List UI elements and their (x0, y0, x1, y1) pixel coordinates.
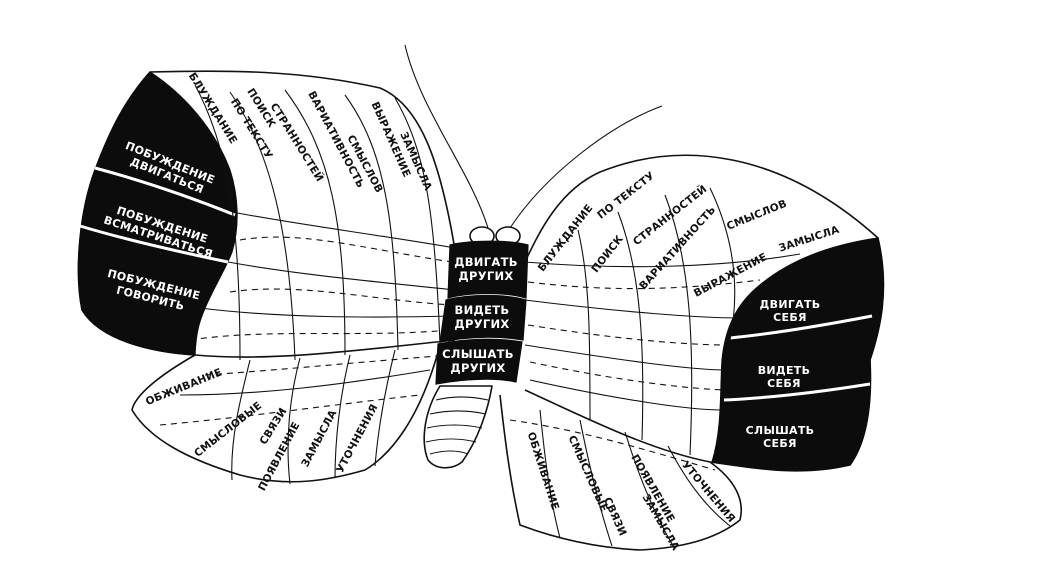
right-lower-radial-2 (579, 419, 613, 547)
right-lower-label-1: ОБЖИВАНИЕ (525, 431, 562, 512)
svg-text:ПОИСК: ПОИСК (589, 233, 626, 275)
left-col-label-3: ВАРИАТИВНОСТЬ СМЫСЛОВ (305, 89, 385, 195)
left-lower-radial-1 (231, 359, 251, 481)
left-lower-wing-outline (131, 344, 441, 483)
abdomen-ring-5 (429, 450, 469, 455)
svg-text:СВЯЗИ: СВЯЗИ (601, 496, 629, 538)
abdomen-ring-4 (425, 438, 477, 443)
svg-text:СЛЫШАТЬ: СЛЫШАТЬ (746, 424, 815, 437)
right-label-4: СТРАННОСТЕЙ (630, 182, 709, 248)
right-dash-3 (529, 361, 725, 391)
left-lower-cross-1 (179, 369, 431, 396)
left-upper-wing: ПОБУЖДЕНИЕ ДВИГАТЬСЯ ПОБУЖДЕНИЕ ВСМАТРИВ… (77, 70, 456, 361)
right-radial-3 (664, 194, 693, 456)
right-black-divider-2 (723, 382, 871, 402)
body-label-1: ДВИГАТЬ ДРУГИХ (454, 255, 518, 283)
left-lower-radial-2 (287, 357, 301, 485)
left-lower-dash-1 (204, 355, 439, 376)
right-black-label-2: ВИДЕТЬ СЕБЯ (758, 364, 811, 390)
right-lower-dash-1 (509, 419, 716, 471)
left-dash-2 (229, 288, 453, 306)
left-lower-wing: ОБЖИВАНИЕ СМЫСЛОВЫЕ СВЯЗИ ПОЯВЛЕНИЕ ЗАМЫ… (131, 344, 441, 493)
left-cross-2 (227, 261, 456, 291)
left-lower-label-5: ЗАМЫСЛА (299, 407, 339, 469)
right-lower-radial-1 (539, 409, 561, 539)
right-black-region (711, 237, 885, 472)
right-dash-2 (527, 324, 731, 346)
svg-text:ВИДЕТЬ: ВИДЕТЬ (758, 364, 811, 377)
right-cross-2 (524, 299, 741, 319)
right-cross-4 (529, 379, 723, 411)
svg-text:СМЫСЛОВ: СМЫСЛОВ (725, 198, 789, 233)
right-black-label-3: СЛЫШАТЬ СЕБЯ (746, 424, 815, 450)
right-label-1: БЛУЖДАНИЕ (536, 202, 596, 274)
svg-text:СЕБЯ: СЕБЯ (767, 377, 801, 390)
svg-text:СЕБЯ: СЕБЯ (773, 311, 807, 324)
right-black-label-1: ДВИГАТЬ СЕБЯ (760, 298, 821, 324)
svg-text:ДРУГИХ: ДРУГИХ (450, 361, 505, 375)
svg-text:УТОЧНЕНИЯ: УТОЧНЕНИЯ (679, 459, 737, 525)
body-label-3: СЛЫШАТЬ ДРУГИХ (442, 347, 514, 375)
right-cross-1 (524, 253, 801, 268)
butterfly-body: ДВИГАТЬ ДРУГИХ ВИДЕТЬ ДРУГИХ СЛЫШАТЬ ДРУ… (423, 226, 529, 469)
right-label-2: ПО ТЕКСТУ (595, 170, 657, 222)
right-radial-4 (709, 187, 736, 341)
right-radial-2 (617, 211, 644, 441)
svg-text:СЛЫШАТЬ: СЛЫШАТЬ (442, 347, 514, 361)
left-lower-radial-4 (374, 349, 396, 467)
left-radial-2 (229, 91, 296, 361)
svg-text:БЛУЖДАНИЕ: БЛУЖДАНИЕ (536, 202, 596, 274)
right-lower-label-6: УТОЧНЕНИЯ (679, 459, 737, 525)
svg-text:ДРУГИХ: ДРУГИХ (454, 317, 509, 331)
left-dash-3 (189, 329, 451, 341)
left-antenna (404, 44, 489, 229)
abdomen-ring-3 (426, 424, 483, 429)
left-black-divider-1 (94, 166, 236, 217)
body-segment-1 (447, 240, 529, 299)
right-lower-label-3: СВЯЗИ (601, 496, 629, 538)
svg-text:СМЫСЛОВЫЕ: СМЫСЛОВЫЕ (192, 400, 264, 460)
left-lower-label-2: СМЫСЛОВЫЕ (192, 400, 264, 460)
left-lower-radial-3 (334, 354, 351, 479)
left-radial-4 (344, 94, 399, 351)
left-dash-1 (239, 236, 453, 263)
right-antenna (509, 105, 663, 229)
right-lower-radial-3 (624, 431, 673, 545)
right-label-3: ПОИСК (589, 233, 626, 275)
svg-text:ДРУГИХ: ДРУГИХ (458, 269, 513, 283)
svg-text:ЗАМЫСЛА: ЗАМЫСЛА (299, 407, 339, 469)
body-segment-3 (435, 338, 523, 385)
abdomen-ring-2 (429, 410, 487, 415)
left-radial-5 (394, 97, 441, 346)
svg-text:ПО ТЕКСТУ: ПО ТЕКСТУ (595, 170, 657, 222)
left-radial-3 (284, 89, 346, 356)
svg-text:ОБЖИВАНИЕ: ОБЖИВАНИЕ (144, 366, 224, 408)
right-black-divider-1 (729, 314, 873, 340)
svg-text:СТРАННОСТЕЙ: СТРАННОСТЕЙ (630, 182, 709, 248)
left-cross-1 (231, 211, 456, 249)
body-segment-2 (439, 294, 527, 343)
body-label-2: ВИДЕТЬ ДРУГИХ (454, 303, 509, 331)
right-lower-wing: ОБЖИВАНИЕ СМЫСЛОВЫЕ СВЯЗИ ПОЯВЛЕНИЕ ЗАМЫ… (499, 394, 742, 553)
right-lower-wing-outline (499, 394, 742, 551)
left-cross-3 (199, 307, 456, 318)
left-black-region (77, 71, 238, 356)
svg-text:ВИДЕТЬ: ВИДЕТЬ (455, 303, 510, 317)
svg-text:ДВИГАТЬ: ДВИГАТЬ (454, 255, 518, 269)
svg-text:ОБЖИВАНИЕ: ОБЖИВАНИЕ (525, 431, 562, 512)
antennae (404, 44, 663, 229)
right-upper-wing: БЛУЖДАНИЕ ПО ТЕКСТУ ПОИСК СТРАННОСТЕЙ ВА… (524, 154, 885, 472)
svg-text:СЕБЯ: СЕБЯ (763, 437, 797, 450)
svg-text:ДВИГАТЬ: ДВИГАТЬ (760, 298, 821, 311)
abdomen-ring-1 (435, 396, 489, 401)
right-label-6: СМЫСЛОВ (725, 198, 789, 233)
left-lower-label-1: ОБЖИВАНИЕ (144, 366, 224, 408)
left-radial-1 (194, 84, 241, 361)
left-black-divider-2 (79, 224, 229, 264)
right-cross-3 (524, 344, 727, 371)
right-dash-1 (527, 279, 761, 290)
